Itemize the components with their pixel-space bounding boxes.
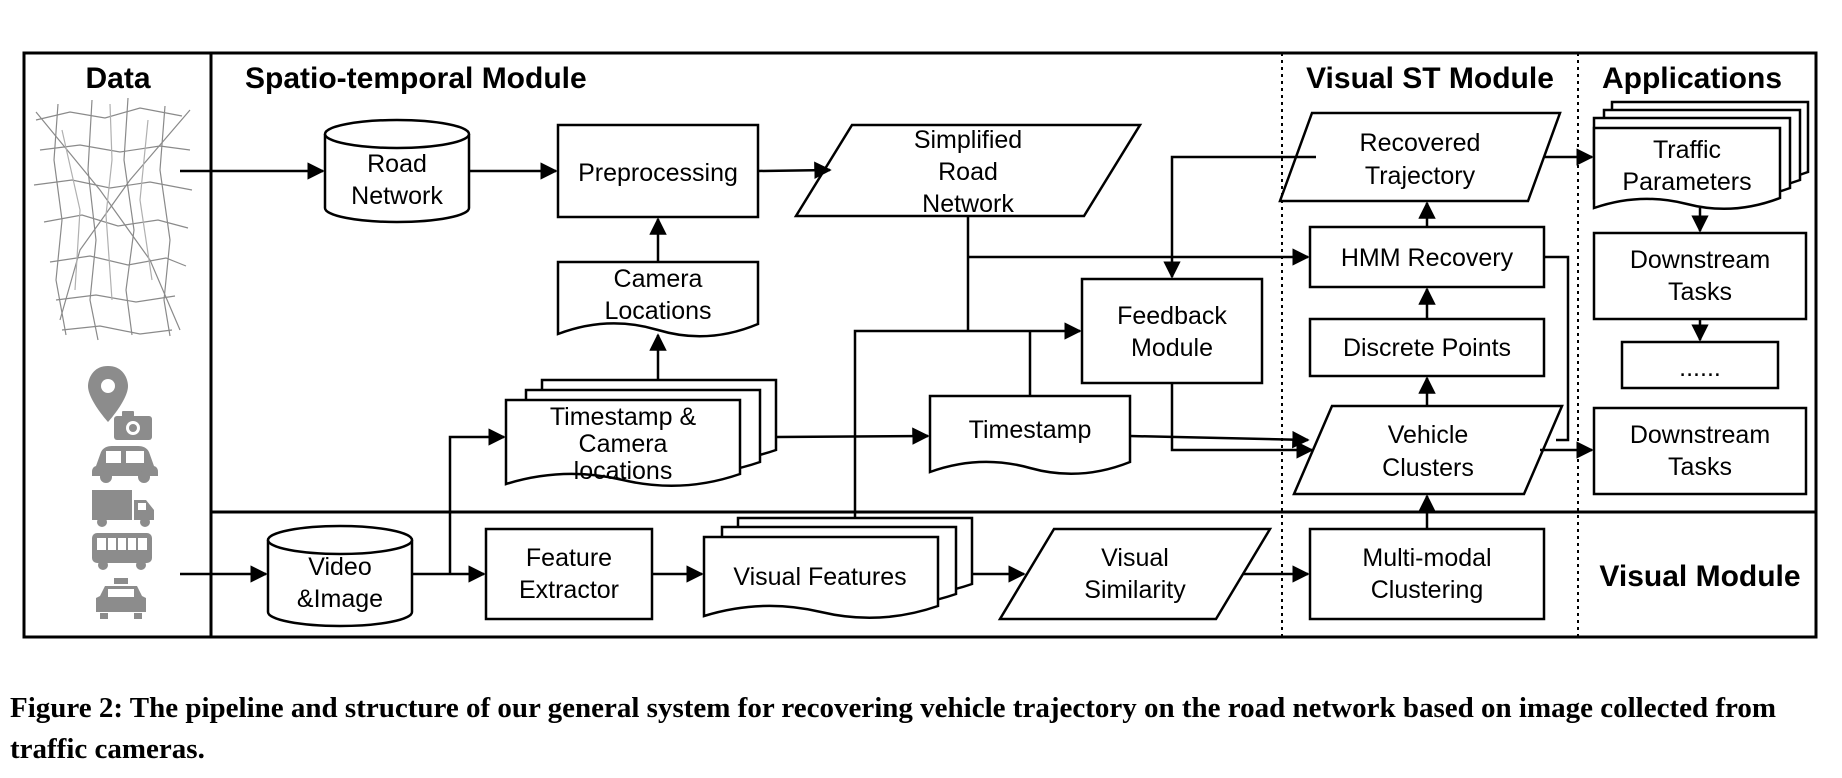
location-camera-icon [88,366,152,440]
node-timestamp [928,394,1132,475]
road-map-icon [33,97,193,341]
node-camera-locations [556,260,760,338]
node-visual-features [702,516,974,619]
label-discrete-points: Discrete Points [1343,334,1511,362]
bus-icon [92,533,152,570]
node-timestamp-camera-locations [504,378,778,487]
node-downstream-tasks-1 [1592,231,1808,321]
label-ellipsis: ...... [1679,354,1721,382]
arrow-preprocessing-to-simplified [757,161,832,179]
node-recovered-trajectory [1278,111,1562,203]
label-hmm-recovery: HMM Recovery [1341,244,1514,272]
car-icon [92,446,158,483]
arrow-trajectory-to-feedback [1163,155,1316,279]
node-feedback-module [1080,277,1264,385]
node-ellipsis [1620,340,1780,390]
figure-caption: Figure 2: The pipeline and structure of … [10,692,1777,765]
node-vehicle-clusters [1292,404,1564,496]
section-visual-st: Visual ST Module [1306,62,1554,95]
arrow-video-to-timestamp-camera [448,428,506,574]
arrow-timestamp-to-vehicle-clusters [1129,430,1310,449]
node-road-network [323,118,471,224]
node-multimodal-clustering [1308,527,1546,621]
label-visual-features: Visual Features [733,563,906,591]
section-data: Data [85,62,150,95]
arrow-visual-features-to-feedback [853,322,1082,518]
truck-icon [92,490,154,527]
node-traffic-parameters [1592,100,1810,211]
node-feature-extractor [484,527,654,621]
node-discrete-points [1308,317,1546,378]
node-simplified-road-network [793,123,1143,218]
pipeline-diagram: Data Spatio-temporal Module Visual ST Mo… [22,51,1818,639]
section-visual-module: Visual Module [1599,560,1800,593]
label-video-image: Video&Image [297,553,383,613]
arrow-feedback-to-vehicle-clusters [1170,383,1314,459]
label-preprocessing: Preprocessing [578,159,738,187]
node-video-image [266,524,414,628]
section-applications: Applications [1602,62,1782,95]
module-frame [22,51,1818,639]
line-hmm-to-vehicle-clusters [1544,255,1570,442]
node-visual-similarity [997,527,1273,621]
section-spatio-temporal: Spatio-temporal Module [245,62,587,95]
arrow-timestamp-camera-to-timestamp [775,427,930,445]
node-downstream-tasks-2 [1592,406,1808,496]
taxi-icon [96,578,146,619]
label-timestamp: Timestamp [969,416,1092,444]
